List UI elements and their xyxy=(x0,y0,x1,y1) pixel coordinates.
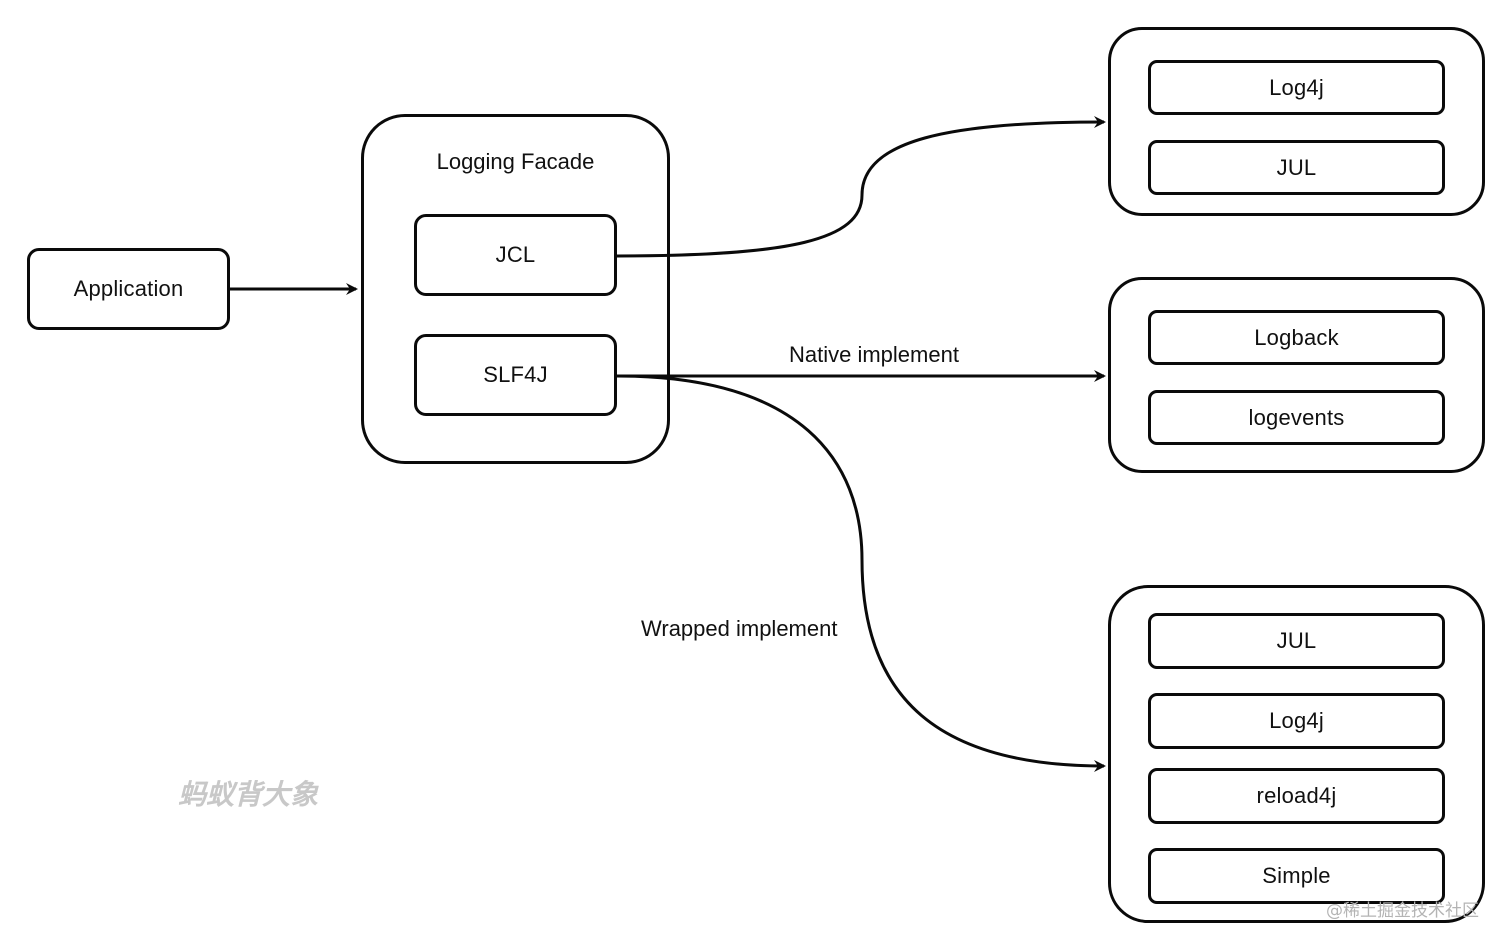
impl-item-label: JUL xyxy=(1276,154,1317,180)
facade-item-label: SLF4J xyxy=(483,362,548,387)
wrapped-impl-item-reload4j: reload4j xyxy=(1148,768,1445,824)
native-implement-label: Native implement xyxy=(789,342,959,367)
native-impl-group xyxy=(1108,277,1485,473)
impl-item-label: reload4j xyxy=(1256,783,1337,808)
impl-item-label: Log4j xyxy=(1269,708,1324,733)
native-impl-item-logback: Logback xyxy=(1148,310,1445,365)
impl-item-label: Simple xyxy=(1262,863,1331,888)
logging-facade-title: Logging Facade xyxy=(436,149,595,174)
wrapped-impl-item-simple: Simple xyxy=(1148,848,1445,904)
wrapped-impl-item-log4j: Log4j xyxy=(1148,693,1445,749)
watermark-text: 蚂蚁背大象 xyxy=(178,778,319,811)
wrapped-impl-item-jul: JUL xyxy=(1148,613,1445,669)
impl-item-label: Logback xyxy=(1254,324,1339,350)
top-impl-item-jul: JUL xyxy=(1148,140,1445,195)
application-box: Application xyxy=(27,248,230,330)
logging-facade-container xyxy=(361,114,670,464)
facade-item-slf4j: SLF4J xyxy=(414,334,617,416)
top-impl-group xyxy=(1108,27,1485,216)
application-label: Application xyxy=(73,276,184,301)
site-watermark: @稀土掘金技术社区 xyxy=(1326,901,1479,921)
impl-item-label: logevents xyxy=(1248,404,1345,430)
facade-item-label: JCL xyxy=(495,242,536,267)
top-impl-item-log4j: Log4j xyxy=(1148,60,1445,115)
native-impl-item-logevents: logevents xyxy=(1148,390,1445,445)
arrow-jcl-to-top-group xyxy=(616,116,1106,258)
wrapped-impl-group xyxy=(1108,585,1485,923)
impl-item-label: Log4j xyxy=(1269,74,1324,100)
arrow-slf4j-wrapped xyxy=(616,374,1106,772)
impl-item-label: JUL xyxy=(1276,628,1317,653)
facade-item-jcl: JCL xyxy=(414,214,617,296)
wrapped-implement-label: Wrapped implement xyxy=(641,616,838,641)
